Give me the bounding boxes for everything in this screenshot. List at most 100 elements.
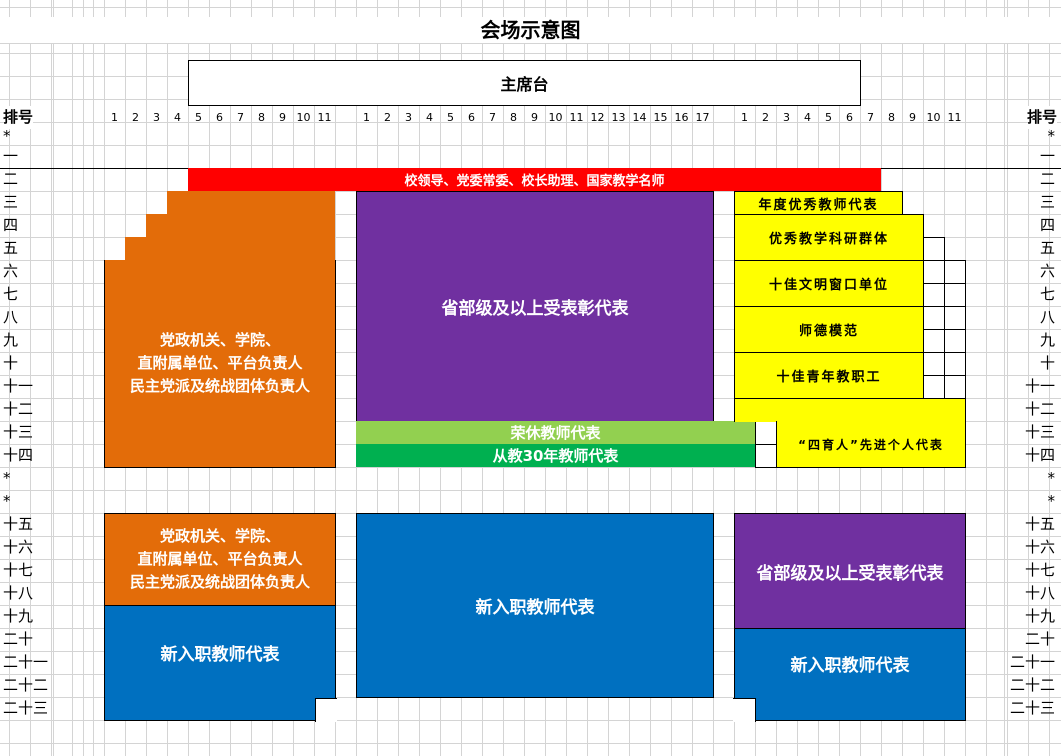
zone-young-staff: 十佳青年教职工 xyxy=(734,352,924,399)
zone-new-teachers-right: 新入职教师代表 xyxy=(734,628,966,721)
seat-number: 15 xyxy=(653,111,668,124)
zone-annual-teachers: 年度优秀教师代表 xyxy=(734,191,903,215)
zone-party-top: 党政机关、学院、 直附属单位、平台负责人 民主党派及统战团体负责人 xyxy=(104,260,336,468)
seat-number: 4 xyxy=(174,111,181,124)
notch xyxy=(315,698,337,722)
seat-number: 7 xyxy=(237,111,244,124)
seat-number: 8 xyxy=(258,111,265,124)
row-label-right: 十五 xyxy=(1024,515,1055,533)
row-label-left: 十三 xyxy=(3,423,34,441)
seat-number: 2 xyxy=(762,111,769,124)
seat-cell xyxy=(944,329,966,353)
zone-new-teachers-left: 新入职教师代表 xyxy=(104,605,336,721)
row-label-right: 十六 xyxy=(1024,538,1055,556)
row-label-right: 二 xyxy=(1039,170,1055,188)
row-label-left: 六 xyxy=(3,262,19,280)
row-label-right: 十七 xyxy=(1024,561,1055,579)
row-label-left: 十四 xyxy=(3,446,34,464)
zone-retired: 荣休教师代表 xyxy=(356,421,755,444)
row-label-right: 十一 xyxy=(1024,377,1055,395)
title-row xyxy=(0,17,1061,44)
seat-number: 9 xyxy=(279,111,286,124)
seat-number: 8 xyxy=(888,111,895,124)
row-label-left: 十七 xyxy=(3,561,34,579)
seat-cell xyxy=(944,260,966,284)
zone-text: 党政机关、学院、 xyxy=(159,331,280,349)
zone-party-bottom: 党政机关、学院、 直附属单位、平台负责人 民主党派及统战团体负责人 xyxy=(104,513,336,606)
zone-text: 民主党派及统战团体负责人 xyxy=(129,573,310,591)
row-label-left: 十六 xyxy=(3,538,34,556)
zone-provincial-bottom: 省部级及以上受表彰代表 xyxy=(734,513,966,629)
stage: 主席台 xyxy=(188,60,861,106)
page-title: 会场示意图 xyxy=(480,18,581,42)
zone-text: 直附属单位、平台负责人 xyxy=(137,354,303,372)
row-label-left: * xyxy=(3,127,11,145)
zone-provincial-top: 省部级及以上受表彰代表 xyxy=(356,191,714,422)
seat-cell xyxy=(944,283,966,307)
row-label-left: 十一 xyxy=(3,377,34,395)
row-label-right: 八 xyxy=(1039,308,1055,326)
zone-ethics-models: 师德模范 xyxy=(734,306,924,353)
row-label-left: 十 xyxy=(3,354,19,372)
row-label-left: 二 xyxy=(3,170,19,188)
row-label-left: 七 xyxy=(3,285,19,303)
row-label-left: 二十三 xyxy=(3,699,49,717)
seat-cell xyxy=(944,306,966,330)
seat-number: 12 xyxy=(590,111,605,124)
zone-civil-windows: 十佳文明窗口单位 xyxy=(734,260,924,307)
row-label-left: 二十二 xyxy=(3,676,49,694)
seat-number: 5 xyxy=(195,111,202,124)
row-label-left: 二十一 xyxy=(3,653,49,671)
row-label-left: * xyxy=(3,492,11,510)
zone-text: 党政机关、学院、 xyxy=(159,527,280,545)
notch xyxy=(733,698,756,722)
seat-number: 5 xyxy=(447,111,454,124)
zone-new-teachers-middle: 新入职教师代表 xyxy=(356,513,714,698)
seat-number: 1 xyxy=(741,111,748,124)
seat-number: 2 xyxy=(384,111,391,124)
seat-cell xyxy=(923,352,945,376)
zone-text: 直附属单位、平台负责人 xyxy=(137,550,303,568)
row-label-left: 十八 xyxy=(3,584,34,602)
grid-line xyxy=(53,0,54,756)
zone-party-step xyxy=(125,237,335,260)
zone-leaders: 校领导、党委常委、校长助理、国家教学名师 xyxy=(188,168,881,191)
seat-number: 11 xyxy=(569,111,584,124)
seat-number: 4 xyxy=(804,111,811,124)
row-label-right: * xyxy=(1047,469,1056,487)
row-label-left: 五 xyxy=(3,239,19,257)
seat-number: 7 xyxy=(867,111,874,124)
row-label-left: 三 xyxy=(3,193,19,211)
row-label-right: 七 xyxy=(1039,285,1055,303)
seat-number: 9 xyxy=(909,111,916,124)
seat-cell xyxy=(923,375,945,399)
seat-number: 10 xyxy=(548,111,563,124)
seat-number: 14 xyxy=(632,111,647,124)
seat-number: 4 xyxy=(426,111,433,124)
zone-text: 民主党派及统战团体负责人 xyxy=(129,377,310,395)
seat-number: 13 xyxy=(611,111,626,124)
seat-cell xyxy=(923,283,945,307)
grid-line xyxy=(83,0,84,756)
grid-line xyxy=(1004,0,1005,756)
zone-four-education-top xyxy=(734,398,966,422)
row-label-right: 一 xyxy=(1039,147,1055,165)
row-label-left: 二十 xyxy=(3,630,34,648)
seat-cell xyxy=(944,352,966,376)
row-label-right: 二十 xyxy=(1024,630,1055,648)
seat-number: 5 xyxy=(825,111,832,124)
seat-cell xyxy=(923,237,945,261)
row-label-right: 二十三 xyxy=(1009,699,1055,717)
row-label-right: 五 xyxy=(1039,239,1055,257)
zone-research-groups: 优秀教学科研群体 xyxy=(734,214,924,261)
row-label-right: 二十二 xyxy=(1009,676,1055,694)
row-label-right: * xyxy=(1047,127,1056,145)
seat-number: 8 xyxy=(510,111,517,124)
seat-number: 2 xyxy=(132,111,139,124)
row-label-right: 十九 xyxy=(1024,607,1055,625)
zone-party-step xyxy=(167,191,335,214)
row-label-left: 一 xyxy=(3,147,19,165)
seat-number: 9 xyxy=(531,111,538,124)
zone-thirty-years: 从教30年教师代表 xyxy=(356,444,755,467)
row-label-right: 六 xyxy=(1039,262,1055,280)
